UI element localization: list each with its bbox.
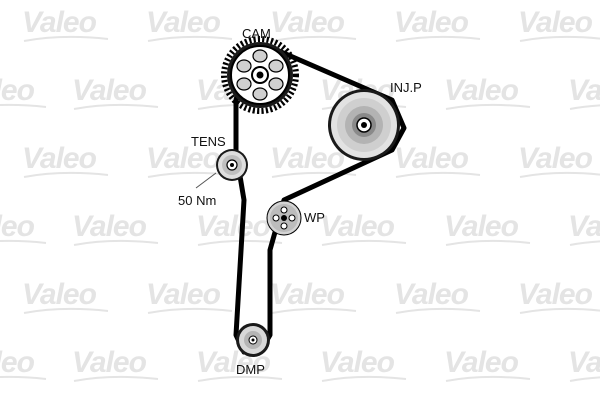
watermark-swoosh — [73, 375, 159, 382]
watermark-swoosh — [519, 307, 600, 314]
label-torque: 50 Nm — [178, 193, 216, 208]
watermark-logo-text: Valeo — [444, 74, 519, 107]
watermark-swoosh — [271, 171, 357, 178]
cam-sprocket — [221, 36, 299, 114]
watermark-swoosh — [73, 239, 159, 246]
watermark-logo-text: Valeo — [146, 278, 221, 311]
watermark-swoosh — [445, 103, 531, 110]
watermark-layer: ValeoValeoValeoValeoValeoValeoValeoValeo… — [0, 6, 600, 382]
watermark-logo-text: Valeo — [394, 6, 469, 39]
watermark-swoosh — [271, 307, 357, 314]
watermark-logo-text: Valeo — [0, 210, 35, 243]
watermark-swoosh — [445, 375, 531, 382]
watermark-swoosh — [23, 35, 109, 42]
watermark-logo-text: Valeo — [394, 142, 469, 175]
label-cam: CAM — [242, 26, 271, 41]
label-tens: TENS — [191, 134, 226, 149]
label-wp: WP — [304, 210, 325, 225]
tensioner-pulley — [216, 149, 248, 181]
watermark-swoosh — [569, 376, 600, 382]
watermark-swoosh — [395, 35, 481, 42]
watermark-swoosh — [147, 35, 233, 42]
watermark-logo-text: Valeo — [196, 210, 271, 243]
watermark-logo-text: Valeo — [22, 278, 97, 311]
watermark-swoosh — [0, 103, 47, 108]
watermark-logo-text: Valeo — [444, 210, 519, 243]
watermark-logo-text: Valeo — [270, 278, 345, 311]
label-dmp: DMP — [236, 362, 265, 377]
watermark-logo-text: Valeo — [0, 74, 35, 107]
watermark-swoosh — [271, 35, 357, 42]
watermark-logo-text: Valeo — [72, 210, 147, 243]
watermark-logo-text: Valeo — [146, 142, 221, 175]
damper-pulley — [236, 323, 270, 357]
watermark-logo-text: Valeo — [394, 278, 469, 311]
watermark-logo-text: Valeo — [270, 142, 345, 175]
watermark-logo-text: Valeo — [320, 210, 395, 243]
watermark-swoosh — [445, 239, 531, 246]
torque-leader-line — [195, 172, 217, 189]
watermark-logo-text: Valeo — [22, 6, 97, 39]
injection-pump-pulley — [328, 89, 400, 161]
watermark-logo-text: Valeo — [568, 74, 600, 107]
watermark-logo-text: Valeo — [518, 142, 593, 175]
watermark-logo-text: Valeo — [444, 346, 519, 379]
watermark-swoosh — [0, 375, 47, 380]
watermark-swoosh — [197, 375, 283, 382]
watermark-logo-text: Valeo — [518, 6, 593, 39]
watermark-logo-text: Valeo — [146, 6, 221, 39]
watermark-logo-text: Valeo — [0, 346, 35, 379]
watermark-swoosh — [321, 239, 407, 246]
watermark-swoosh — [519, 171, 600, 178]
watermark-swoosh — [23, 171, 109, 178]
watermark-swoosh — [519, 35, 600, 42]
watermark-swoosh — [395, 171, 481, 178]
watermark-swoosh — [395, 307, 481, 314]
watermark-logo-text: Valeo — [568, 210, 600, 243]
water-pump-pulley — [266, 200, 302, 236]
watermark-logo-text: Valeo — [270, 6, 345, 39]
watermark-swoosh — [569, 104, 600, 110]
watermark-logo-text: Valeo — [22, 142, 97, 175]
watermark-swoosh — [147, 307, 233, 314]
watermark-logo-text: Valeo — [320, 346, 395, 379]
watermark-logo-text: Valeo — [518, 278, 593, 311]
watermark-swoosh — [23, 307, 109, 314]
watermark-swoosh — [73, 103, 159, 110]
watermark-logo-text: Valeo — [72, 346, 147, 379]
watermark-swoosh — [569, 240, 600, 246]
watermark-swoosh — [321, 375, 407, 382]
watermark-logo-text: Valeo — [72, 74, 147, 107]
label-injp: INJ.P — [390, 80, 422, 95]
watermark-swoosh — [0, 239, 47, 244]
watermark-logo-text: Valeo — [568, 346, 600, 379]
